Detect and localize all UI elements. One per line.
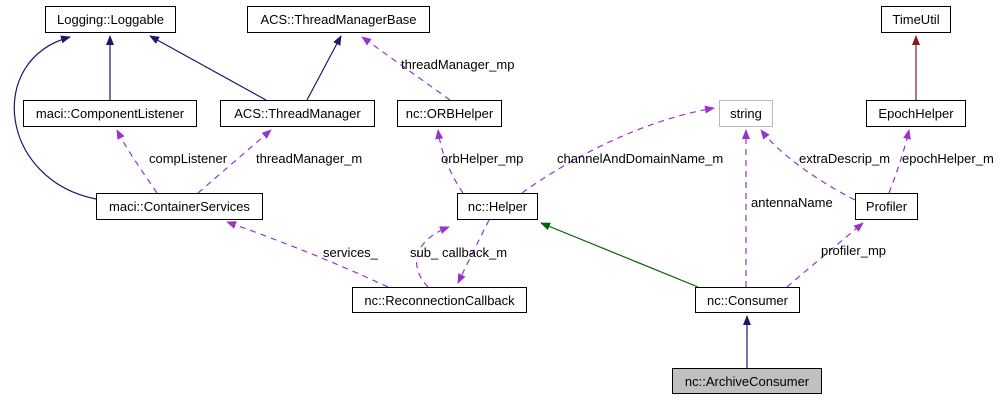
node-maci-componentlistener[interactable]: maci::ComponentListener bbox=[23, 100, 197, 127]
edge-label-epochhelper-m: epochHelper_m bbox=[902, 151, 994, 166]
edge-profiler-mp bbox=[786, 222, 864, 288]
node-nc-orbhelper[interactable]: nc::ORBHelper bbox=[397, 100, 502, 127]
node-nc-helper[interactable]: nc::Helper bbox=[457, 193, 538, 220]
edge-consumer-to-helper bbox=[540, 222, 699, 288]
edge-complistener bbox=[116, 129, 158, 194]
edge-label-channelanddomainname-m: channelAndDomainName_m bbox=[557, 151, 724, 166]
node-nc-archiveconsumer[interactable]: nc::ArchiveConsumer bbox=[672, 368, 822, 394]
edge-services bbox=[226, 221, 389, 288]
edge-sub bbox=[416, 226, 450, 288]
node-string[interactable]: string bbox=[719, 100, 773, 127]
node-nc-reconnectioncallback[interactable]: nc::ReconnectionCallback bbox=[352, 287, 527, 313]
node-acs-threadmanager[interactable]: ACS::ThreadManager bbox=[220, 100, 375, 127]
edge-containerservices-to-loggable bbox=[13, 35, 97, 200]
edge-label-callback-m: callback_m bbox=[442, 245, 508, 260]
node-logging-loggable[interactable]: Logging::Loggable bbox=[45, 6, 176, 33]
edge-threadmanager-m bbox=[197, 129, 272, 194]
edge-threadmanager-to-loggable bbox=[149, 35, 267, 101]
edge-label-profiler-mp: profiler_mp bbox=[821, 243, 887, 258]
node-maci-containerservices[interactable]: maci::ContainerServices bbox=[96, 193, 263, 220]
node-timeutil[interactable]: TimeUtil bbox=[881, 6, 951, 33]
edge-channelanddomainname-m bbox=[521, 105, 715, 194]
edge-epochhelper-m bbox=[888, 129, 911, 194]
node-nc-consumer[interactable]: nc::Consumer bbox=[695, 287, 800, 313]
edge-callback-m bbox=[457, 219, 490, 284]
edge-threadmanager-mp bbox=[361, 36, 451, 101]
edge-extradescrip-m bbox=[760, 129, 856, 201]
node-profiler[interactable]: Profiler bbox=[855, 193, 918, 220]
edge-label-threadmanager-m: threadManager_m bbox=[256, 151, 363, 166]
node-acs-threadmanagerbase[interactable]: ACS::ThreadManagerBase bbox=[247, 6, 430, 33]
edge-threadmanager-to-base bbox=[306, 35, 342, 101]
edge-label-sub: sub_ bbox=[410, 245, 439, 260]
node-epochhelper[interactable]: EpochHelper bbox=[866, 100, 966, 127]
edge-label-antennaname: antennaName bbox=[751, 195, 833, 210]
edge-label-complistener: compListener bbox=[149, 151, 228, 166]
edge-label-extradescrip-m: extraDescrip_m bbox=[799, 151, 891, 166]
edge-orbhelper-mp bbox=[435, 129, 464, 194]
edge-label-services: services_ bbox=[323, 245, 378, 260]
edge-label-threadmanager-mp: threadManager_mp bbox=[401, 57, 515, 72]
edge-label-orbhelper-mp: orbHelper_mp bbox=[441, 151, 524, 166]
